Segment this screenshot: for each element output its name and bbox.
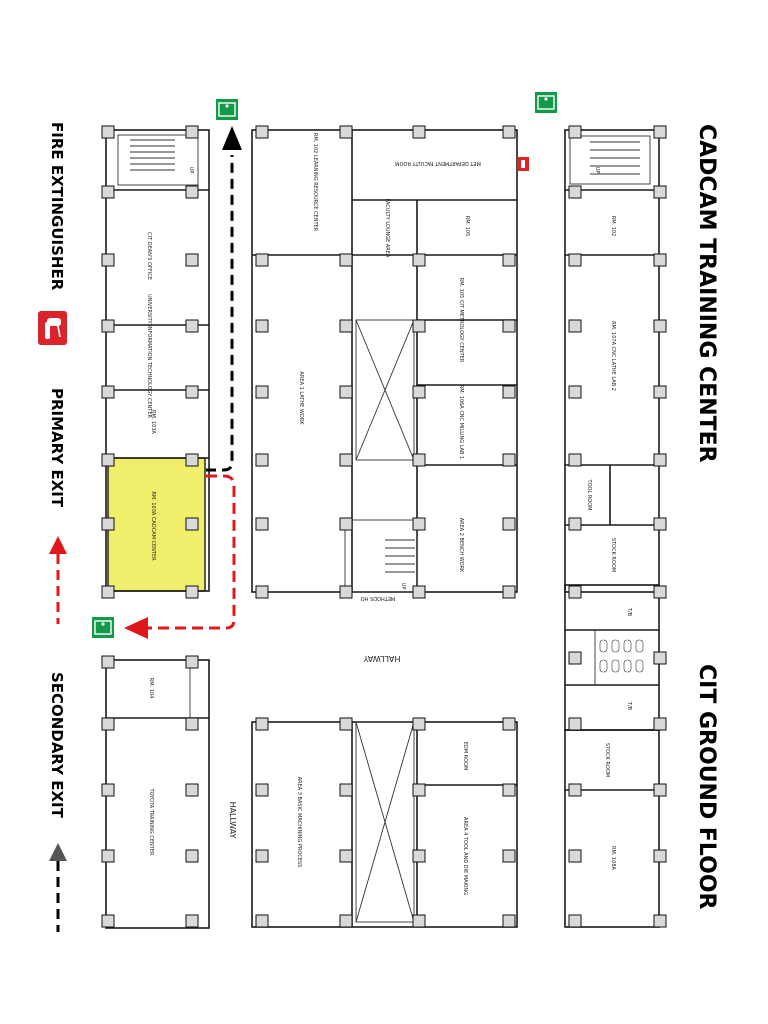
room-label-up-stair: UP — [400, 583, 406, 590]
room-label-tb1: T/B — [626, 607, 632, 617]
room-label-cnc-milling: RM. 106A CNC MILLING LAB 1 — [458, 385, 464, 459]
exit-sign-primary — [92, 617, 114, 638]
room-label-uitc: UNIVERSITY INFORMATION TECHNOLOGY CENTER — [146, 294, 152, 418]
room-label-up-left: UP — [188, 167, 194, 174]
room-label-rm103a: RM. 103A — [150, 410, 156, 435]
room-label-rm102-right: RM. 102 — [610, 216, 616, 237]
room-label-up-right: UP — [594, 167, 600, 174]
room-label-rm108a: RM. 108A — [610, 846, 616, 871]
right-lower-block-walls — [564, 729, 660, 928]
hallway-left-label: HALLWAY — [228, 802, 237, 839]
room-label-metrology: RM. 105 CIT METROLOGY CENTER — [458, 278, 464, 363]
room-label-lrc: RM. 102 LEARNING RESOURCE CENTER — [312, 133, 318, 232]
room-label-tool-room: TOOL ROOM — [586, 479, 592, 511]
room-label-toyota: TOYOTA TRAINING CENTER — [148, 788, 154, 856]
room-label-stock-room: STOCK ROOM — [610, 538, 616, 572]
legend-secondary-exit-label: SECONDARY EXIT — [48, 672, 66, 819]
room-labels: CIT DEAN'S OFFICE UNIVERSITY INFORMATION… — [146, 133, 632, 895]
floor-title: CIT GROUND FLOOR — [694, 664, 719, 910]
room-label-cnc-lathe: RM. 107A CNC LATHE LAB 2 — [610, 321, 616, 391]
primary-exit-legend-arrow — [49, 536, 67, 624]
primary-exit-route — [124, 474, 236, 639]
room-label-rm104: RM. 104 — [148, 678, 154, 699]
room-label-area4: AREA 4 TOOL AND DIE MAKING — [462, 817, 468, 895]
secondary-exit-legend-arrow — [49, 843, 67, 932]
exit-sign-top-right — [535, 92, 557, 113]
building-title: CADCAM TRAINING CENTER — [694, 124, 719, 463]
legend-fire-extinguisher-label: FIRE EXTINGUISHER — [48, 122, 66, 291]
hallway-center-label: HALLWAY — [363, 654, 400, 663]
room-label-cadcam: RM. 103A CADCAM CENTER — [150, 491, 156, 561]
room-label-bench: AREA 2 BENCH WORK — [458, 518, 464, 573]
room-label-stock-room2: STOCK ROOM — [604, 743, 610, 777]
room-label-dean: CIT DEAN'S OFFICE — [146, 232, 152, 280]
secondary-exit-route — [206, 126, 242, 472]
room-label-area3: AREA 3 BASIC MACHINING PROCESS — [296, 777, 302, 868]
room-label-methods: METHODS HO — [361, 595, 396, 601]
fire-extinguisher-icon — [38, 311, 67, 345]
exit-sign-top — [216, 99, 238, 120]
room-label-edm: EDM ROOM — [462, 742, 468, 771]
room-label-met-faculty: MET DEPARTMENT FACULTY ROOM — [395, 160, 481, 166]
room-label-lathe1: AREA 1 LATHE WORK — [298, 372, 304, 426]
room-label-faculty-lounge: FACULTY LOUNGE AREA — [384, 199, 390, 258]
room-label-rm105: RM. 105 — [464, 216, 470, 237]
fire-extinguisher-marker — [517, 157, 529, 171]
legend: FIRE EXTINGUISHER PRIMARY EXIT SECONDARY… — [38, 122, 67, 932]
room-label-tb2: T/B — [626, 701, 632, 711]
structural-columns — [101, 125, 667, 928]
legend-primary-exit-label: PRIMARY EXIT — [48, 388, 66, 508]
center-lower-block-walls — [251, 721, 518, 928]
